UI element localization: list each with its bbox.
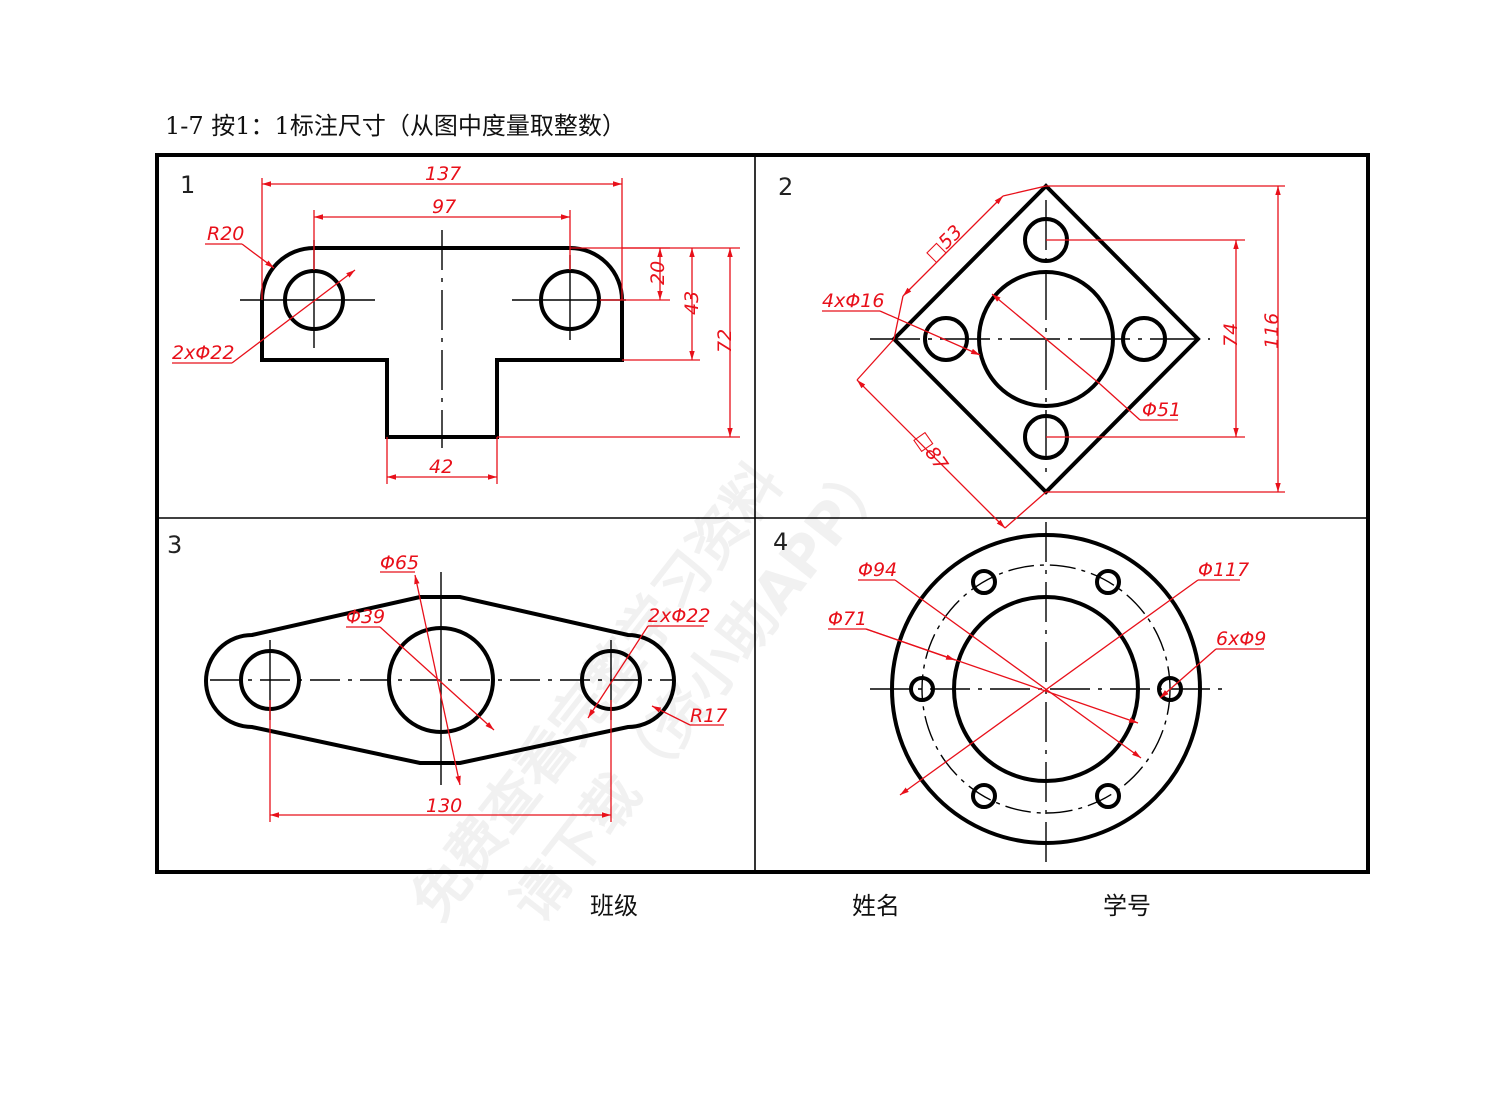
panel-3: 3 Φ65 Φ39 2xΦ22 R17 130 <box>167 531 727 822</box>
dim-2x22: 2xΦ22 <box>172 342 234 364</box>
panel-1: 1 137 97 R20 2xΦ22 <box>172 163 740 484</box>
dim-r17: R17 <box>690 705 727 727</box>
panel-4-number: 4 <box>773 528 788 556</box>
panel-3-number: 3 <box>167 531 182 559</box>
panel-3-dimensions: Φ65 Φ39 2xΦ22 R17 130 <box>269 552 727 822</box>
dim-42: 42 <box>429 456 453 478</box>
watermark: 免费查看完整学习资料 请下载（资小助APP） <box>399 443 903 935</box>
dim-72: 72 <box>714 329 736 353</box>
dim-130: 130 <box>426 795 462 817</box>
panel-2-number: 2 <box>778 173 793 201</box>
dim-137: 137 <box>425 163 461 185</box>
footer-id-label: 学号 <box>1103 892 1151 920</box>
panel-4-dimensions: Φ94 Φ71 Φ117 6xΦ9 <box>828 559 1266 796</box>
dim-sq53: □53 <box>922 221 967 266</box>
dim-d71: Φ71 <box>828 608 867 630</box>
page-title: 1-7 按1：1标注尺寸（从图中度量取整数） <box>165 112 626 140</box>
panel-1-outline <box>260 246 624 439</box>
footer-class-label: 班级 <box>590 892 638 920</box>
panel-4: 4 Φ94 Φ71 Φ117 6xΦ9 <box>773 522 1266 862</box>
dim-d65: Φ65 <box>380 552 419 574</box>
panel-1-number: 1 <box>180 171 195 199</box>
footer-name-label: 姓名 <box>852 892 900 920</box>
dim-r20: R20 <box>207 223 244 245</box>
dim-20: 20 <box>647 261 669 285</box>
dim-97: 97 <box>432 196 456 218</box>
frame <box>155 153 1370 874</box>
dim-74: 74 <box>1220 323 1242 347</box>
dim-3-2x22: 2xΦ22 <box>648 605 710 627</box>
dim-d117: Φ117 <box>1198 559 1249 581</box>
dim-d94: Φ94 <box>858 559 897 581</box>
dim-116: 116 <box>1261 313 1283 349</box>
dim-sq87: □87 <box>910 428 952 475</box>
panel-1-dimensions: 137 97 R20 2xΦ22 20 43 72 <box>172 163 740 484</box>
panel-3-outline <box>204 595 676 765</box>
dim-d51: Φ51 <box>1142 399 1181 421</box>
dim-43: 43 <box>681 291 703 315</box>
dim-6x9: 6xΦ9 <box>1216 628 1266 650</box>
dim-4x16: 4xΦ16 <box>822 290 884 312</box>
dim-d39: Φ39 <box>346 606 385 628</box>
